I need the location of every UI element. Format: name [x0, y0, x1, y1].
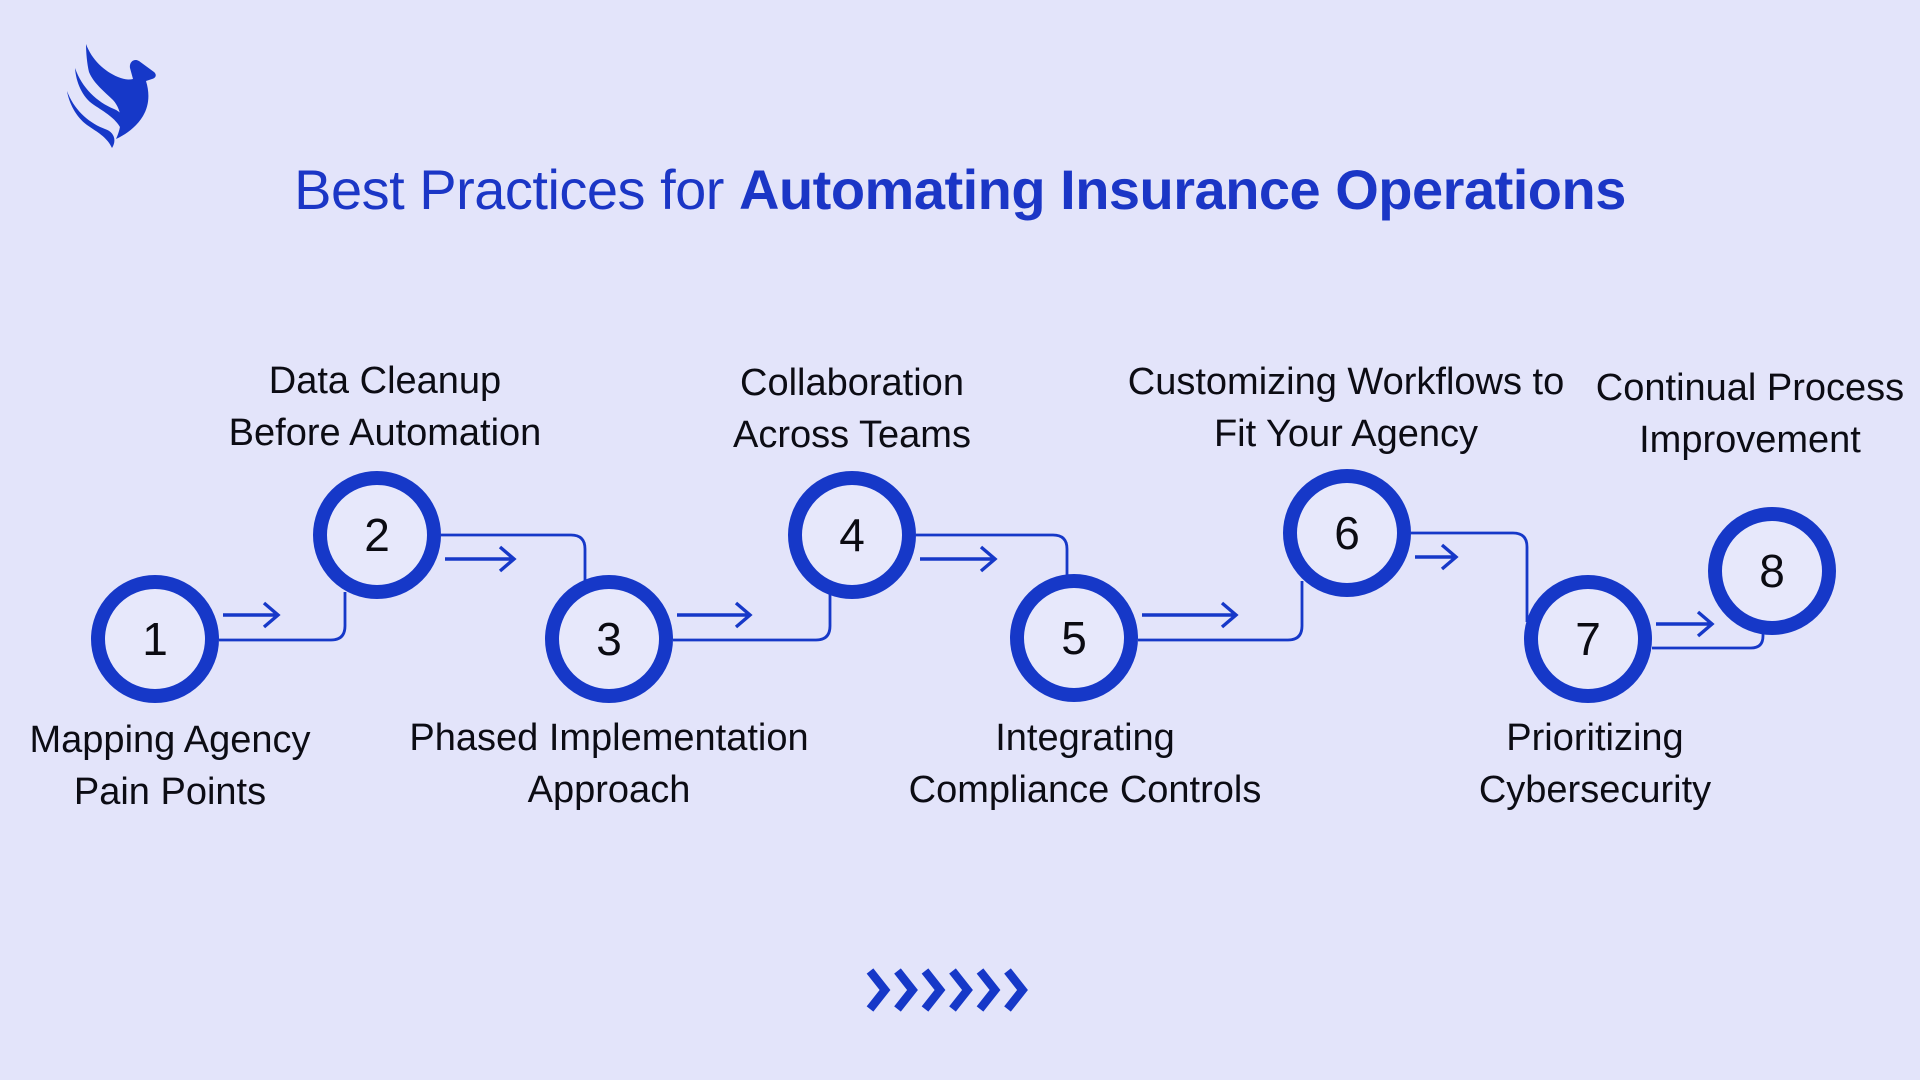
step-circle-4: 4 [788, 471, 916, 599]
step-label-line: Mapping Agency [29, 719, 311, 761]
step-circle-2: 2 [313, 471, 441, 599]
step-label-line: Collaboration [740, 362, 964, 404]
arrow-icon-3-4 [677, 601, 753, 629]
step-label-line: Before Automation [228, 412, 542, 454]
step-number: 8 [1759, 545, 1785, 597]
arrow-icon-4-5 [920, 545, 998, 573]
arrow-icon-7-8 [1656, 610, 1715, 638]
step-label-line: Pain Points [73, 771, 267, 813]
step-label-line: Phased Implementation [409, 717, 809, 759]
elbow-link-1-2 [219, 592, 347, 642]
step-label-6: Customizing Workflows to Fit Your Agency [1128, 356, 1564, 460]
elbow-link-5-6 [1138, 581, 1304, 642]
page-title-bold: Automating Insurance Operations [739, 158, 1626, 221]
step-number: 3 [596, 613, 622, 665]
elbow-link-3-4 [673, 592, 832, 642]
phoenix-logo-icon [60, 44, 162, 160]
step-circle-3: 3 [545, 575, 673, 703]
step-circle-1: 1 [91, 575, 219, 703]
arrow-icon-5-6 [1142, 601, 1239, 629]
page-title: Best Practices for Automating Insurance … [0, 160, 1920, 220]
step-label-line: Cybersecurity [1478, 769, 1712, 811]
step-label-line: Improvement [1639, 419, 1861, 461]
step-label-line: Data Cleanup [268, 360, 502, 402]
step-label-line: Continual Process [1595, 367, 1905, 409]
step-number: 7 [1575, 613, 1601, 665]
page-title-regular: Best Practices for [294, 158, 740, 221]
elbow-link-4-5 [916, 533, 1069, 577]
step-label-line: Customizing Workflows to [1127, 361, 1565, 403]
arrow-icon-6-7 [1415, 543, 1459, 571]
step-number: 2 [364, 509, 390, 561]
arrow-icon-2-3 [445, 545, 517, 573]
step-label-line: Prioritizing [1506, 717, 1684, 759]
step-label-line: Integrating [995, 717, 1175, 759]
step-number: 5 [1061, 612, 1087, 664]
arrow-icon-1-2 [223, 601, 281, 629]
step-number: 1 [142, 613, 168, 665]
step-number: 6 [1334, 507, 1360, 559]
step-label-line: Approach [527, 769, 691, 811]
step-label-line: Compliance Controls [908, 769, 1262, 811]
step-number: 4 [839, 509, 865, 561]
step-label-line: Fit Your Agency [1213, 413, 1479, 455]
step-label-line: Across Teams [733, 414, 971, 456]
step-circle-5: 5 [1010, 574, 1138, 702]
elbow-link-7-8 [1652, 630, 1765, 650]
forward-chevrons-icon [866, 968, 1028, 1012]
step-circle-6: 6 [1283, 469, 1411, 597]
step-circle-8: 8 [1708, 507, 1836, 635]
elbow-link-6-7 [1411, 531, 1529, 622]
elbow-link-2-3 [441, 533, 587, 582]
step-circle-7: 7 [1524, 575, 1652, 703]
